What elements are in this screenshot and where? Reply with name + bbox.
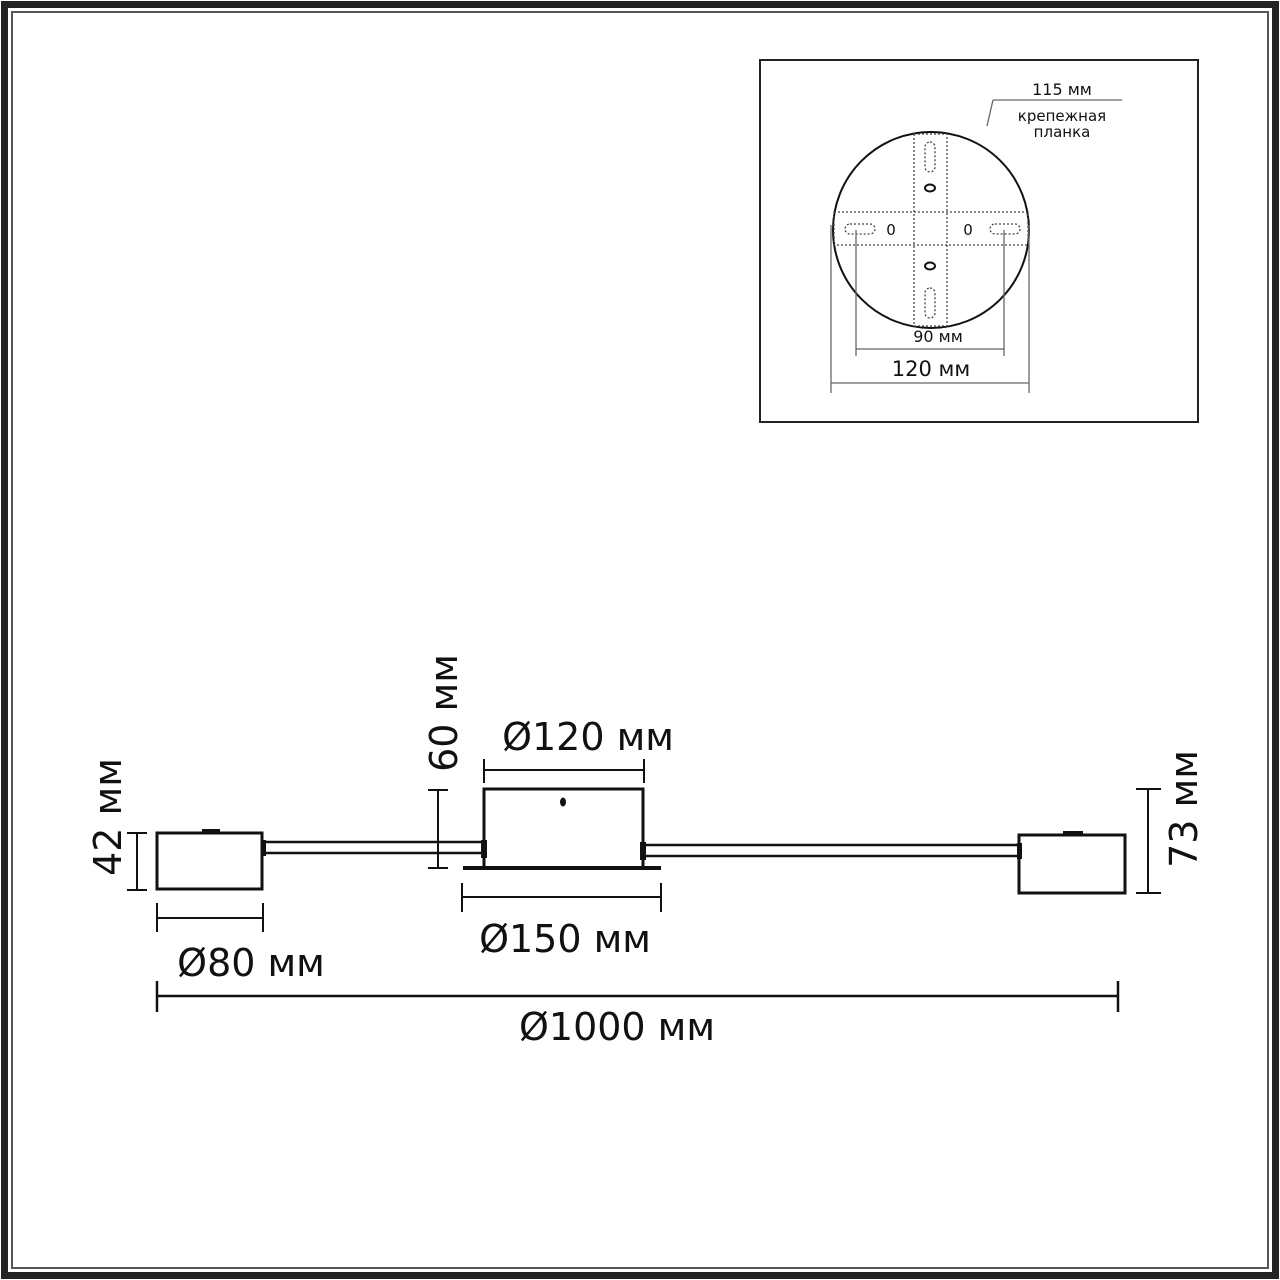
canopy-diameter-label: Ø150 мм xyxy=(479,917,651,961)
hole-mark-right: 0 xyxy=(963,221,973,239)
dimension-80mm xyxy=(156,903,264,932)
canopy-base-circle xyxy=(832,131,1030,329)
cup-screw xyxy=(560,797,566,807)
dimension-73mm xyxy=(1136,788,1161,894)
overall-length-label: Ø1000 мм xyxy=(519,1005,715,1049)
right-shade-height-label: 73 мм xyxy=(1162,750,1206,868)
dimension-1000mm xyxy=(155,981,1120,1012)
slot-left xyxy=(844,223,876,235)
slot-bottom xyxy=(924,287,936,319)
inner-spacing-label: 90 мм xyxy=(913,327,963,346)
hole-top xyxy=(924,183,936,193)
hole-mark-left: 0 xyxy=(886,221,896,239)
cup-joint-right xyxy=(640,842,646,860)
dimension-90mm xyxy=(855,230,1005,356)
dimension-42mm xyxy=(127,832,147,891)
cup-joint-left xyxy=(481,840,487,858)
cup-height-label: 60 мм xyxy=(422,654,466,772)
side-view xyxy=(127,759,1161,1012)
slot-right xyxy=(989,223,1021,235)
dimension-150mm xyxy=(461,883,662,912)
label-leader-diagonal xyxy=(986,99,994,127)
plate-label-line2: планка xyxy=(1034,123,1091,141)
cup-diameter-label: Ø120 мм xyxy=(502,715,674,759)
right-shade xyxy=(1017,833,1127,895)
left-shade-height-label: 42 мм xyxy=(86,758,130,876)
base-diameter-label: 120 мм xyxy=(892,357,970,381)
dimension-120mm xyxy=(830,225,1030,393)
left-shade xyxy=(155,831,264,891)
right-shade-nub xyxy=(1063,831,1083,836)
inner-frame xyxy=(11,11,1269,1269)
left-shade-joint xyxy=(261,840,266,856)
plate-label-line1: крепежная xyxy=(1018,107,1106,125)
left-shade-diameter-label: Ø80 мм xyxy=(177,941,325,985)
dimension-60mm xyxy=(428,789,448,869)
hole-bottom xyxy=(924,261,936,271)
slot-top xyxy=(924,141,936,173)
cross-mounting-plate xyxy=(833,133,1029,327)
dimension-cup-120mm xyxy=(483,759,645,783)
plate-dimension-label: 115 мм xyxy=(1032,80,1092,99)
left-shade-nub xyxy=(202,829,220,834)
right-shade-joint xyxy=(1017,843,1022,859)
inset-panel: 115 мм крепежная планка 0 0 90 мм xyxy=(759,59,1199,423)
